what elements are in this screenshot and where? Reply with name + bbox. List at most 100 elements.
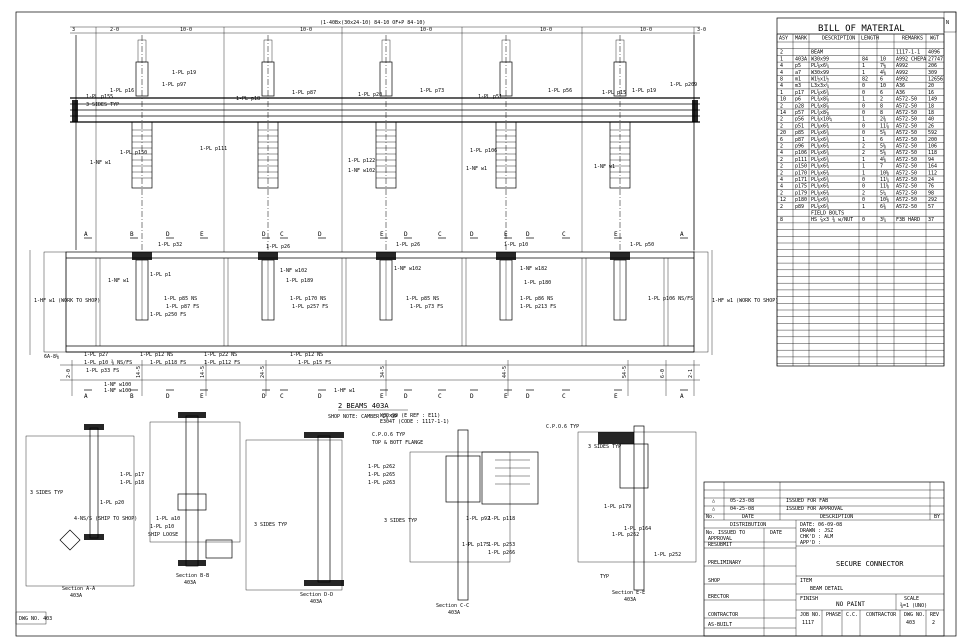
bom-cell: 26	[928, 123, 934, 129]
plan-label: 1-PL p122	[348, 158, 375, 164]
bom-cell: PL⅝x6¾	[811, 183, 829, 190]
checked-by: CHK'D : ALM	[800, 534, 833, 540]
phase-label: PHASE	[826, 612, 841, 618]
section-b-web	[185, 415, 199, 567]
section-c-label: Section C-C	[436, 603, 469, 609]
bom-cell: FIELD BOLTS	[811, 211, 844, 217]
cc-label: C.C.	[846, 612, 858, 618]
section-marker-bottom: D	[404, 393, 408, 400]
section-marker-bottom: D	[262, 393, 266, 400]
plan-label: 1-PL p15	[602, 90, 626, 96]
elev-flange-plate	[376, 252, 396, 260]
bom-header: WGT	[930, 36, 939, 42]
bom-cell: PL¾x8⅞	[811, 109, 829, 116]
plan-end-right	[692, 100, 698, 122]
plan-connection-plate	[609, 121, 631, 189]
plan-label: 1-PL p97	[162, 82, 186, 88]
elevation-label: 1-PL p85 NS	[164, 296, 197, 302]
section-detail-label: 1-PL p18	[120, 480, 144, 486]
section-a-flange-top	[84, 424, 104, 430]
section-marker-bottom: A	[84, 393, 88, 400]
section-detail-label: TYP	[600, 574, 609, 580]
section-e-flange	[598, 432, 634, 444]
bom-cell: p106	[795, 150, 807, 156]
plan-label: 1-NF w1	[466, 166, 487, 172]
bom-cell: A572-50	[896, 157, 917, 163]
bom-cell: A992	[896, 70, 908, 76]
bottom-dimension: 54-5	[622, 366, 628, 378]
bom-cell: A572-50	[896, 184, 917, 190]
bom-cell: 4096	[928, 50, 940, 56]
bom-cell: PL⅝x6¾	[811, 196, 829, 203]
bom-cell: F3B HARD	[896, 217, 920, 223]
elevation-label: 1-PL p170 NS	[290, 296, 326, 302]
distribution-header: DISTRIBUTION	[730, 522, 766, 528]
bom-cell: A572-50	[896, 144, 917, 150]
section-b-frame	[149, 421, 241, 543]
section-detail-label: 3 SIDES TYP	[30, 490, 63, 496]
plan-label: 1-PL p19	[172, 70, 196, 76]
bom-cell: 10⅝	[880, 196, 889, 203]
bom-cell: p5	[795, 63, 801, 69]
sheet-border	[15, 11, 957, 637]
section-c-brace	[481, 451, 539, 505]
elevation-title: 2 BEAMS 403A	[338, 402, 389, 410]
bom-cell: 7⅛	[880, 62, 886, 69]
section-e-web	[633, 425, 645, 591]
section-marker-top: A	[680, 231, 684, 238]
shop-note: SHOP NOTE: CAMBER 1⅝ UP	[328, 413, 397, 420]
section-a-flange-bot	[84, 534, 104, 540]
bom-cell: m3	[795, 83, 801, 89]
section-marker-top: E	[504, 231, 508, 238]
corner-drawing-no: DWG NO. 403	[19, 616, 52, 622]
bom-cell: 0	[862, 177, 865, 183]
section-c-frame	[409, 451, 511, 563]
plan-label: 1-PL p106	[470, 148, 497, 154]
elevation-label: 1-PL p26	[266, 244, 290, 250]
bom-cell: p85	[795, 130, 804, 136]
overall-dimension: (1-40Bx(30x24-10) 84-10 OF+P 84-10)	[320, 20, 425, 26]
bom-cell: PL⅝x6¾	[811, 143, 829, 150]
section-marker-top: D	[318, 231, 322, 238]
plan-connection-plate	[375, 121, 397, 189]
elevation-label: 1-PL p50	[630, 242, 654, 248]
bom-cell: p175	[795, 184, 807, 190]
bom-cell: 4	[780, 70, 783, 76]
plan-label: 1-NF w102	[348, 168, 375, 174]
elevation-label: 1-HF w1	[334, 388, 355, 394]
elevation-label: 1-PL p10 ⅜ NS/FS	[84, 359, 132, 366]
elevation-label: 1-PL p213 FS	[520, 304, 556, 310]
distribution-date-header: DATE	[770, 530, 782, 536]
bom-cell: A572-50	[896, 117, 917, 123]
bottom-dimension: 2-0	[66, 369, 72, 378]
corner-label-box	[15, 611, 47, 625]
bom-cell: A572-50	[896, 103, 917, 109]
bom-cell: 6	[880, 137, 883, 143]
elevation-label: 1-PL p27	[84, 352, 108, 358]
date-field: DATE: 06-09-08	[800, 522, 842, 528]
rev-label: REV	[930, 612, 939, 618]
section-detail-label: 1-PL p92	[466, 516, 490, 522]
bom-cell: 112	[928, 170, 937, 176]
bom-cell: 12	[780, 197, 786, 203]
elevation-label: 6A-8⅛	[44, 353, 59, 360]
elevation-label: 1-PL p12 NS	[140, 352, 173, 358]
elevation-label: 1-NF w1	[108, 278, 129, 284]
bay-dimension: 10-0	[420, 27, 432, 33]
section-marker-bottom: C	[438, 393, 442, 400]
section-b-shim	[205, 539, 233, 559]
